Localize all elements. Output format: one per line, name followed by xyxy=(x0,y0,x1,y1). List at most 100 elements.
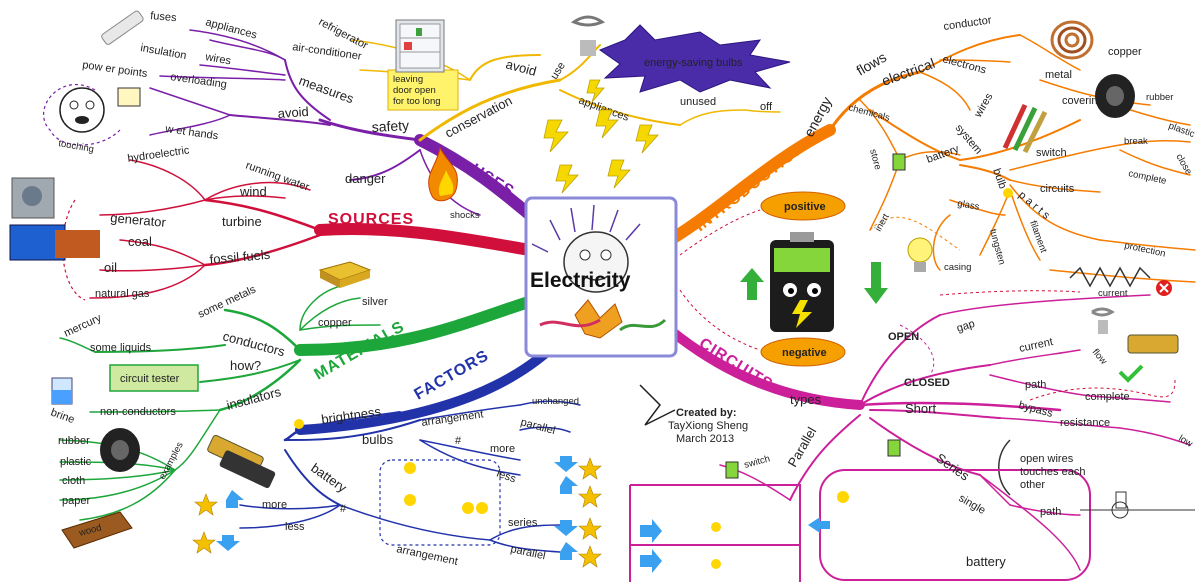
copper-intro-label: copper xyxy=(1108,46,1142,58)
plastic-intro-label: plastic xyxy=(1167,120,1196,140)
cfl-circuit-icon xyxy=(1091,307,1115,334)
lightning-icon xyxy=(543,79,659,194)
circuits-title: CIRCUITS xyxy=(696,335,776,394)
danger-label: danger xyxy=(345,171,386,186)
gold-bars-icon xyxy=(318,261,372,288)
short-note-line1: open wires xyxy=(1020,453,1074,465)
filament-label: filament xyxy=(1027,219,1049,254)
uses-title: USES xyxy=(468,161,517,201)
complete-label: complete xyxy=(1085,391,1130,403)
materials-branch xyxy=(294,294,541,356)
fuse-icon xyxy=(101,10,144,45)
chemicals-label: chemicals xyxy=(847,102,891,124)
hash2-label: # xyxy=(340,503,347,515)
circuits-intro-label: circuits xyxy=(1040,183,1075,195)
hash-label: # xyxy=(455,435,462,447)
sources-branch xyxy=(314,223,536,256)
switch-symbol-icon xyxy=(1080,491,1195,519)
how-label: how? xyxy=(230,358,261,373)
covering-label: covering xyxy=(1062,95,1104,107)
rubber-label: rubber xyxy=(58,435,90,447)
parallel-label: parallel xyxy=(519,416,556,437)
arrangement2-label: arrangement xyxy=(395,543,459,568)
credit-line3: March 2013 xyxy=(676,433,734,445)
closed-label: CLOSED xyxy=(904,377,950,389)
off-label: off xyxy=(760,101,773,113)
avoid-label: avoid xyxy=(277,104,309,121)
overloading-label: overloading xyxy=(170,71,228,91)
copper-label: copper xyxy=(318,317,352,329)
battery-factor-label: battery xyxy=(308,460,350,495)
materials-labels: MATERIALS some metals gold silver copper… xyxy=(49,265,408,507)
wind-label: wind xyxy=(239,184,267,199)
oil-label: oil xyxy=(104,260,117,275)
paper-label: paper xyxy=(62,495,90,507)
panic-face-icon xyxy=(59,87,141,133)
battery-circuit-label: battery xyxy=(966,554,1006,569)
cloth-label: cloth xyxy=(62,475,85,487)
conductors-label: conductors xyxy=(221,328,287,359)
bulbs-label: bulbs xyxy=(362,432,394,447)
insulation-label: insulation xyxy=(139,42,187,62)
more2-label: more xyxy=(262,499,287,511)
glass-label: glass xyxy=(956,198,980,213)
parallel2-label: parallel xyxy=(509,543,546,562)
cfl-bulb-icon xyxy=(570,15,606,56)
battery-icon xyxy=(770,232,834,332)
conductor-label: conductor xyxy=(943,14,993,33)
energy-saving-bulbs-badge: energy-saving bulbs xyxy=(598,24,791,93)
switch-intro-label: switch xyxy=(1036,147,1067,159)
path-label: path xyxy=(1025,379,1046,391)
brine-label: brine xyxy=(49,407,76,427)
open-label: OPEN xyxy=(888,331,919,343)
energy-saving-bulbs-label: energy-saving bulbs xyxy=(644,57,743,69)
mercury-label: mercury xyxy=(62,312,104,340)
credit-block: Created by: TayXiong Sheng March 2013 xyxy=(639,384,748,445)
current2-label: current xyxy=(1018,336,1054,355)
factors-labels: FACTORS brightness bulbs arrangement unc… xyxy=(262,347,579,568)
short-label: Short xyxy=(905,401,936,416)
central-title: Electricity xyxy=(530,269,631,292)
circuits-branch xyxy=(665,325,865,410)
sources-title: SOURCES xyxy=(328,211,414,228)
bypass-label: bypass xyxy=(1017,399,1054,420)
touching-label: touching xyxy=(57,138,94,155)
conservation-avoid-label: avoid xyxy=(504,56,538,79)
low-label: low xyxy=(1177,433,1195,450)
power-points-label: pow er points xyxy=(82,59,149,80)
silver-label: silver xyxy=(362,296,388,308)
electrons-label: electrons xyxy=(941,53,988,76)
batteries-icon xyxy=(207,153,1179,489)
svg-text:for too long: for too long xyxy=(393,96,441,107)
break-label: break xyxy=(1124,136,1148,147)
natural-gas-label: natural gas xyxy=(95,288,150,300)
series-label: series xyxy=(508,517,538,529)
safety-label: safety xyxy=(371,117,409,135)
central-topic: Electricity xyxy=(524,196,678,358)
casing-label: casing xyxy=(944,262,971,273)
arrow-icon xyxy=(216,456,830,573)
wires-icon xyxy=(1002,103,1048,154)
credit-line1: Created by: xyxy=(676,407,737,419)
factors-section xyxy=(239,400,581,553)
single-label: single xyxy=(957,492,988,517)
coal-label: coal xyxy=(128,234,152,249)
types-label: types xyxy=(790,392,822,407)
tire-icon xyxy=(100,74,1135,472)
close-x-icon xyxy=(1156,280,1172,296)
fire-icon xyxy=(428,146,458,202)
refrigerator-icon xyxy=(395,19,445,73)
resistance-label: resistance xyxy=(1060,417,1110,429)
plastic-label: plastic xyxy=(60,456,92,468)
check-icon xyxy=(1118,364,1144,383)
close-label: close xyxy=(1173,152,1194,177)
positive-label: positive xyxy=(784,201,826,213)
copper-coil-icon xyxy=(1050,20,1094,60)
beaker-icon xyxy=(51,377,73,405)
up-arrow-icon xyxy=(740,268,764,300)
insulators-label: insulators xyxy=(225,384,283,413)
non-conductors-label: non-conductors xyxy=(100,406,176,418)
current-label: current xyxy=(1098,288,1128,299)
